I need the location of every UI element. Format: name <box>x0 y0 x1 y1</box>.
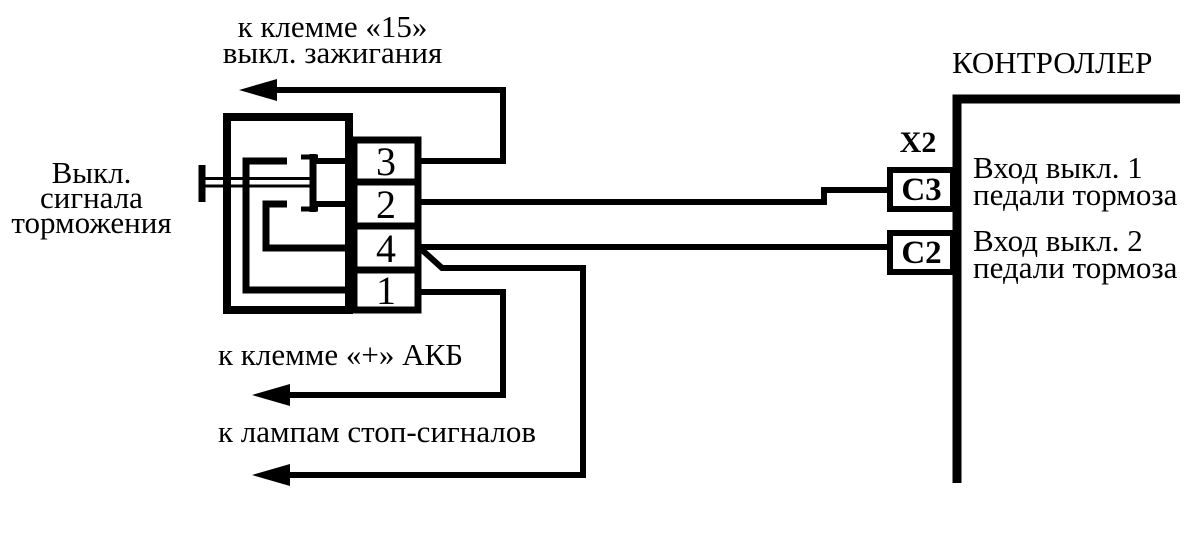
fixed-contact-pin1-path <box>242 157 355 294</box>
connector-c2-box <box>887 230 956 275</box>
ignition-arrowhead <box>239 79 277 101</box>
battery-label: к клемме «+» АКБ <box>218 337 463 372</box>
controller-input1-line2: педали тормоза <box>973 177 1178 212</box>
fixed-contact-pin4-path <box>262 200 355 252</box>
brake-switch-label: Выкл. сигнала торможения <box>0 155 183 240</box>
switch-body-box <box>223 113 353 314</box>
connector-x2-label: Х2 <box>899 126 937 159</box>
controller-input2-label: Вход выкл. 2 педали тормоза <box>973 223 1178 285</box>
pin-number-1: 1 <box>376 267 396 313</box>
ignition-wire <box>268 87 506 164</box>
controller-border <box>952 94 1180 483</box>
ignition-label-line2: выкл. зажигания <box>222 35 443 70</box>
pin-number-4: 4 <box>376 225 396 271</box>
brake-switch-label-line2: сигнала <box>40 180 143 215</box>
pin2-to-c3-wire <box>418 187 891 205</box>
stop-lamps-label: к лампам стоп-сигналов <box>218 414 536 449</box>
pin-number-2: 2 <box>376 181 396 227</box>
battery-arrowhead <box>252 384 290 406</box>
controller-title: КОНТРОЛЛЕР <box>952 45 1153 80</box>
pin-number-3: 3 <box>376 138 396 184</box>
connector-pin-c2-label: С2 <box>901 234 942 271</box>
controller-input1-line1: Вход выкл. 1 <box>973 150 1143 185</box>
brake-switch-label-line3: торможения <box>11 205 172 240</box>
ignition-label: к клемме «15» выкл. зажигания <box>205 9 460 70</box>
ignition-label-line1: к клемме «15» <box>237 9 428 44</box>
connector-pin-c3-label: С3 <box>901 171 942 208</box>
controller-input2-line1: Вход выкл. 2 <box>973 223 1143 258</box>
controller-input2-line2: педали тормоза <box>973 250 1178 285</box>
connector-c3-box <box>887 167 956 212</box>
controller-input1-label: Вход выкл. 1 педали тормоза <box>973 150 1178 212</box>
stop-lamps-wire <box>281 246 586 478</box>
stop-lamps-arrowhead <box>252 464 290 486</box>
brake-switch-label-line1: Выкл. <box>51 155 132 190</box>
battery-wire <box>281 289 506 398</box>
